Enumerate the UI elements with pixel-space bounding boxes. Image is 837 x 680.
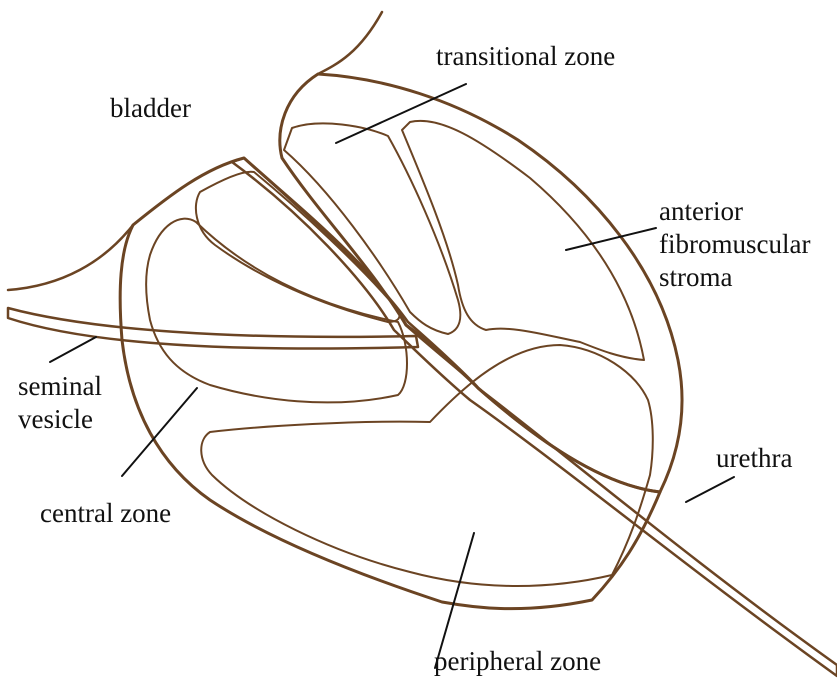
leader-transitional-zone	[336, 84, 466, 143]
label-seminal-vesicle: seminal vesicle	[18, 370, 102, 436]
bladder-outline	[8, 12, 382, 290]
leader-urethra	[686, 477, 734, 502]
label-central-zone: central zone	[40, 497, 171, 530]
leader-central-zone	[122, 388, 197, 476]
label-urethra: urethra	[716, 442, 792, 475]
label-peripheral-zone: peripheral zone	[434, 645, 601, 678]
label-transitional-zone: transitional zone	[436, 40, 615, 73]
label-bladder: bladder	[110, 92, 191, 125]
leader-seminal-vesicle	[50, 337, 96, 362]
leader-anterior-stroma	[566, 228, 656, 250]
label-anterior-fibromuscular-stroma: anterior fibromuscular stroma	[659, 195, 810, 294]
right-lobe-capsule	[280, 74, 682, 492]
